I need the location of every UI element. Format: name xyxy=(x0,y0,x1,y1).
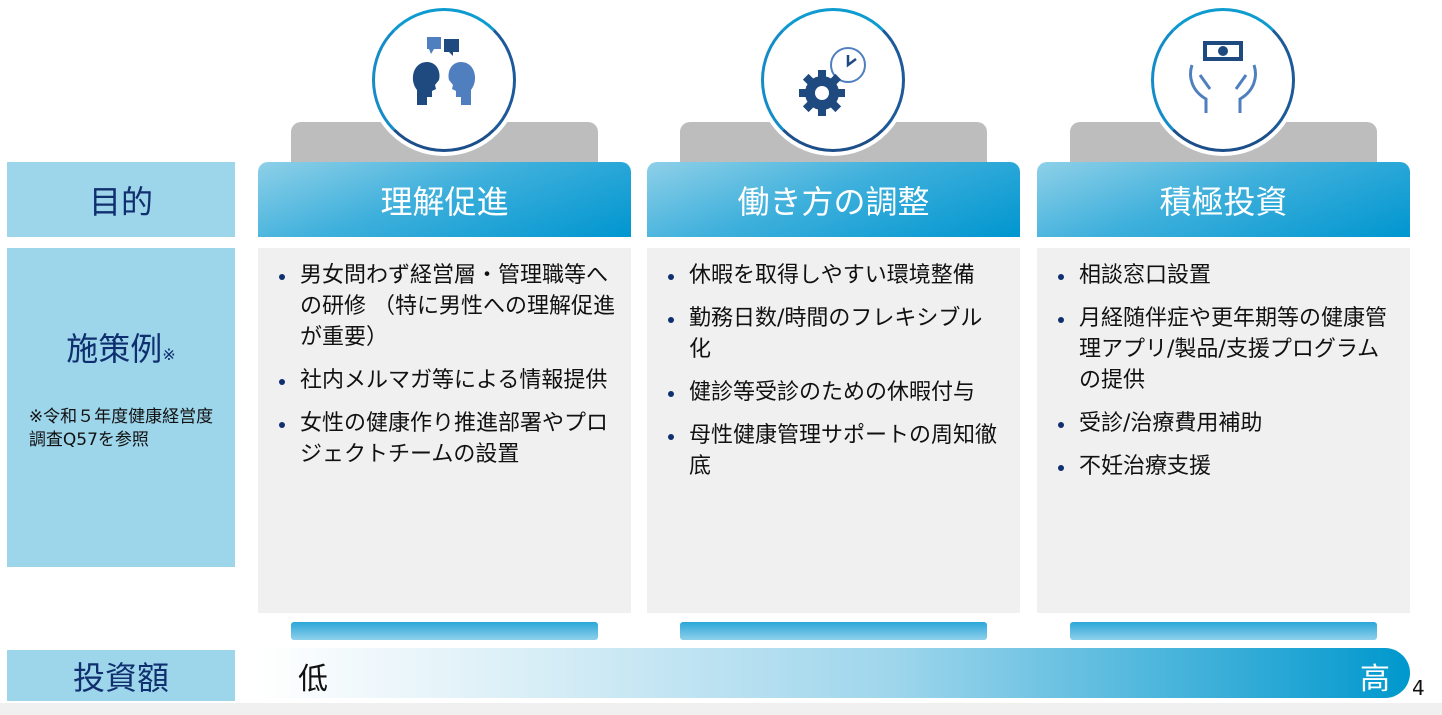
measures-title-text: 施策例 xyxy=(66,329,163,368)
column-bar xyxy=(291,622,598,640)
list-item: 男女問わず経営層・管理職等への研修 （特に男性への理解促進が重要） xyxy=(276,260,615,353)
measures-mark: ※ xyxy=(162,344,176,364)
column-body: 休暇を取得しやすい環境整備 勤務日数/時間のフレキシブル化 健診等受診のための休… xyxy=(647,248,1020,613)
list-item: 相談窓口設置 xyxy=(1055,260,1394,291)
column-header: 理解促進 xyxy=(258,162,631,237)
column-icon-circle xyxy=(368,4,520,156)
list-item: 不妊治療支援 xyxy=(1055,451,1394,482)
conversation-icon xyxy=(412,37,476,105)
column-header: 働き方の調整 xyxy=(647,162,1020,237)
gear-clock-icon xyxy=(799,47,866,116)
measures-note: ※令和５年度健康経営度 調査Q57を参照 xyxy=(28,406,214,450)
column-icon-circle xyxy=(757,4,909,156)
column-body: 相談窓口設置 月経随伴症や更年期等の健康管理アプリ/製品/支援プログラムの提供 … xyxy=(1037,248,1410,613)
list-item: 母性健康管理サポートの周知徹底 xyxy=(665,420,1004,482)
investment-label-text: 投資額 xyxy=(72,658,169,697)
list-item: 社内メルマガ等による情報提供 xyxy=(276,365,615,396)
list-item: 休暇を取得しやすい環境整備 xyxy=(665,260,1004,291)
list-item: 健診等受診のための休暇付与 xyxy=(665,377,1004,408)
investment-scale-bar: 低 高 xyxy=(258,648,1410,698)
list-item: 月経随伴症や更年期等の健康管理アプリ/製品/支援プログラムの提供 xyxy=(1055,303,1394,396)
measures-label: 施策例※ ※令和５年度健康経営度 調査Q57を参照 xyxy=(7,248,235,567)
hands-money-icon xyxy=(1189,41,1257,113)
purpose-label: 目的 xyxy=(7,162,235,237)
column-title: 積極投資 xyxy=(1159,182,1288,221)
list-item: 受診/治療費用補助 xyxy=(1055,408,1394,439)
column-title: 働き方の調整 xyxy=(737,182,930,221)
column-title: 理解促進 xyxy=(380,182,509,221)
scale-low-label: 低 xyxy=(298,662,328,697)
column-bar xyxy=(1070,622,1377,640)
column-icon-circle xyxy=(1147,4,1299,156)
page-number: 4 xyxy=(1412,676,1425,700)
column-bar xyxy=(680,622,987,640)
bottom-strip xyxy=(0,703,1442,715)
scale-high-label: 高 xyxy=(1360,662,1390,697)
list-item: 女性の健康作り推進部署やプロジェクトチームの設置 xyxy=(276,408,615,470)
investment-label: 投資額 xyxy=(7,650,235,701)
list-item: 勤務日数/時間のフレキシブル化 xyxy=(665,303,1004,365)
column-header: 積極投資 xyxy=(1037,162,1410,237)
column-body: 男女問わず経営層・管理職等への研修 （特に男性への理解促進が重要） 社内メルマガ… xyxy=(258,248,631,613)
measures-title: 施策例※ xyxy=(66,324,175,370)
purpose-label-text: 目的 xyxy=(88,182,153,221)
